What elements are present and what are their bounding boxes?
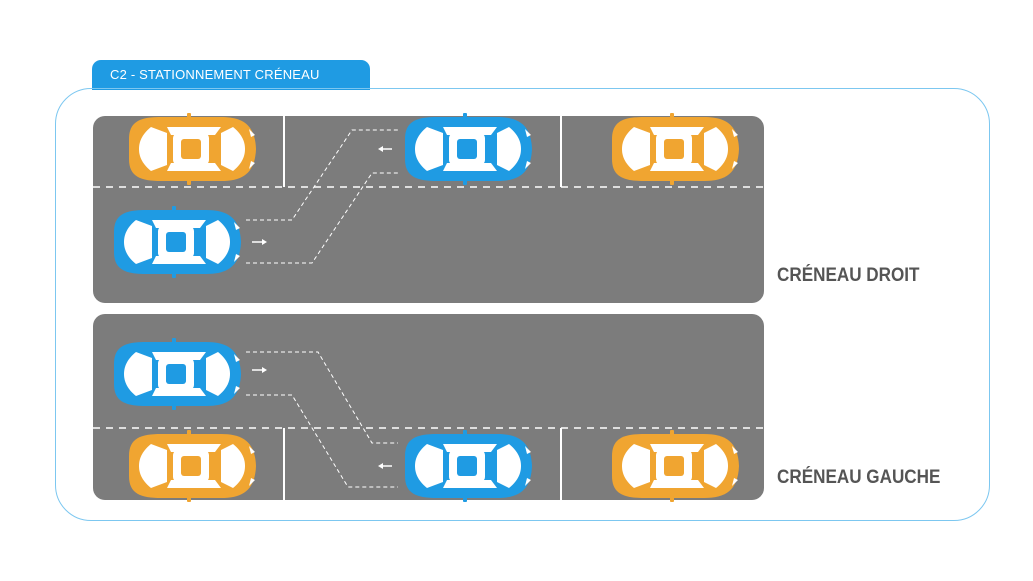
road-top xyxy=(93,116,764,303)
car-icon xyxy=(129,430,256,502)
car-icon xyxy=(405,430,532,502)
car-icon xyxy=(114,338,241,410)
scene-top xyxy=(93,113,764,303)
car-icon xyxy=(405,113,532,185)
road-bottom xyxy=(93,314,764,500)
arrow-left-icon xyxy=(378,463,392,469)
section-tab: C2 - STATIONNEMENT CRÉNEAU xyxy=(92,60,370,90)
scene-label-gauche: CRÉNEAU GAUCHE xyxy=(777,467,941,488)
path-line-top-lower xyxy=(246,172,398,264)
car-icon xyxy=(612,430,739,502)
path-line-bottom-upper xyxy=(246,351,398,444)
arrow-left-icon xyxy=(378,146,392,152)
scene-label-droit: CRÉNEAU DROIT xyxy=(777,265,920,286)
path-line-bottom-lower xyxy=(246,394,398,488)
car-icon xyxy=(612,113,739,185)
arrow-right-icon xyxy=(252,239,267,245)
car-icon xyxy=(129,113,256,185)
diagram-frame xyxy=(55,88,990,521)
section-tab-label: C2 - STATIONNEMENT CRÉNEAU xyxy=(110,67,320,82)
path-line-top-upper xyxy=(246,129,398,221)
car-icon xyxy=(114,206,241,278)
scene-bottom xyxy=(93,314,764,502)
arrow-right-icon xyxy=(252,367,267,373)
